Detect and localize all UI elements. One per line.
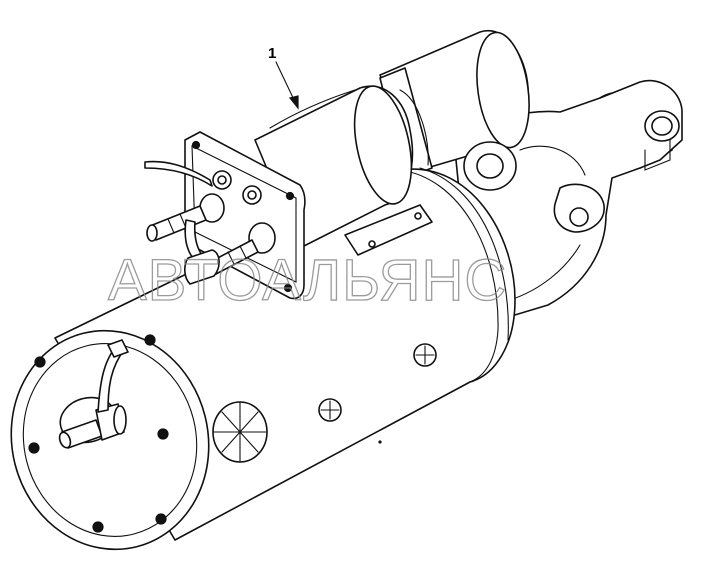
speck — [378, 440, 382, 444]
watermark: АВТОАЛЬЯНС — [108, 248, 507, 313]
upper-cylinder — [379, 29, 530, 179]
mounting-ear — [463, 141, 517, 191]
end-frame — [10, 329, 210, 551]
callout-1: 1 — [268, 45, 299, 110]
terminal-plate — [144, 131, 306, 300]
callout-label-1: 1 — [268, 45, 276, 62]
